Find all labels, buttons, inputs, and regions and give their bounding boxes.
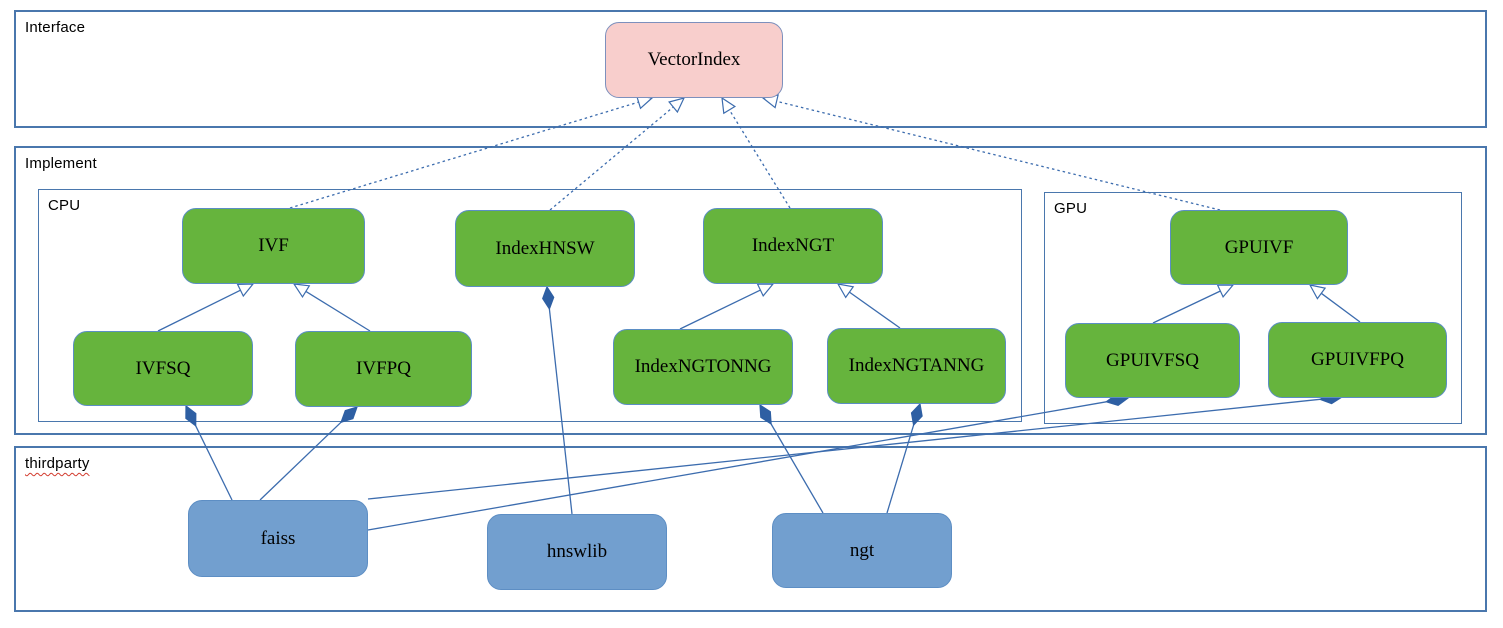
edge-gpuivfsq-to-gpuivf [1152, 284, 1235, 324]
edge-faiss-to-ivfpq [259, 406, 358, 501]
composition-diamond-icon [910, 402, 923, 427]
edge-ngt-to-indexngtonng [759, 403, 824, 514]
inheritance-arrowhead-icon [292, 283, 311, 299]
inheritance-arrowhead-icon [756, 283, 775, 298]
inheritance-arrowhead-icon [668, 97, 686, 114]
edge-line-generalization [1320, 292, 1361, 323]
composition-diamond-icon [185, 404, 197, 428]
edge-line-generalization [849, 291, 901, 329]
edge-line-composition [367, 401, 1107, 531]
edge-ivfpq-to-ivf [292, 283, 371, 332]
edge-line-composition [259, 421, 342, 501]
composition-diamond-icon [340, 406, 358, 424]
inheritance-arrowhead-icon [836, 283, 855, 299]
group-label-thirdparty: thirdparty [25, 455, 92, 472]
group-cpu: CPU [38, 189, 1022, 422]
edge-ivfsq-to-ivf [157, 283, 255, 332]
edge-line-composition [886, 424, 915, 514]
inheritance-arrowhead-icon [236, 283, 255, 298]
group-interface: Interface [14, 10, 1487, 128]
edge-line-realization [549, 106, 674, 211]
edge-faiss-to-gpuivfsq [367, 393, 1130, 531]
edge-line-generalization [305, 290, 371, 332]
edge-hnswlib-to-indexhnsw [542, 285, 573, 515]
edge-line-composition [548, 308, 573, 515]
composition-diamond-icon [1104, 393, 1130, 406]
composition-diamond-icon [1318, 392, 1344, 405]
composition-diamond-icon [542, 285, 555, 311]
edge-line-generalization [1152, 290, 1221, 324]
inheritance-arrowhead-icon [1216, 284, 1235, 299]
edge-gpuivfpq-to-gpuivf [1308, 284, 1361, 323]
group-thirdparty: thirdparty [14, 446, 1487, 612]
edge-indexhnsw-to-vectorindex [549, 97, 686, 211]
composition-diamond-icon [759, 403, 772, 426]
group-gpu: GPU [1044, 192, 1462, 424]
group-label-cpu: CPU [48, 197, 83, 214]
edge-indexngtonng-to-indexngt [679, 283, 775, 330]
group-label-implement: Implement [25, 155, 99, 172]
edge-line-realization [289, 101, 639, 209]
edge-line-realization [728, 109, 791, 209]
inheritance-arrowhead-icon [1308, 284, 1327, 300]
inheritance-arrowhead-icon [761, 94, 779, 109]
group-label-gpu: GPU [1054, 200, 1090, 217]
edge-gpuivf-to-vectorindex [761, 94, 1221, 211]
group-implement: Implement [14, 146, 1487, 435]
edge-line-generalization [157, 289, 241, 332]
edge-line-composition [195, 425, 233, 501]
group-label-interface: Interface [25, 19, 88, 36]
edge-line-generalization [679, 289, 761, 330]
edge-faiss-to-ivfsq [185, 404, 233, 501]
inheritance-arrowhead-icon [721, 96, 737, 115]
edge-line-composition [770, 423, 824, 514]
edge-indexngt-to-vectorindex [721, 96, 791, 209]
edge-ngt-to-indexngtanng [886, 402, 923, 514]
edge-line-composition [367, 398, 1321, 500]
edge-line-realization [776, 100, 1221, 211]
edge-indexngtanng-to-indexngt [836, 283, 901, 329]
edge-ivf-to-vectorindex [289, 95, 654, 209]
inheritance-arrowhead-icon [635, 95, 654, 110]
